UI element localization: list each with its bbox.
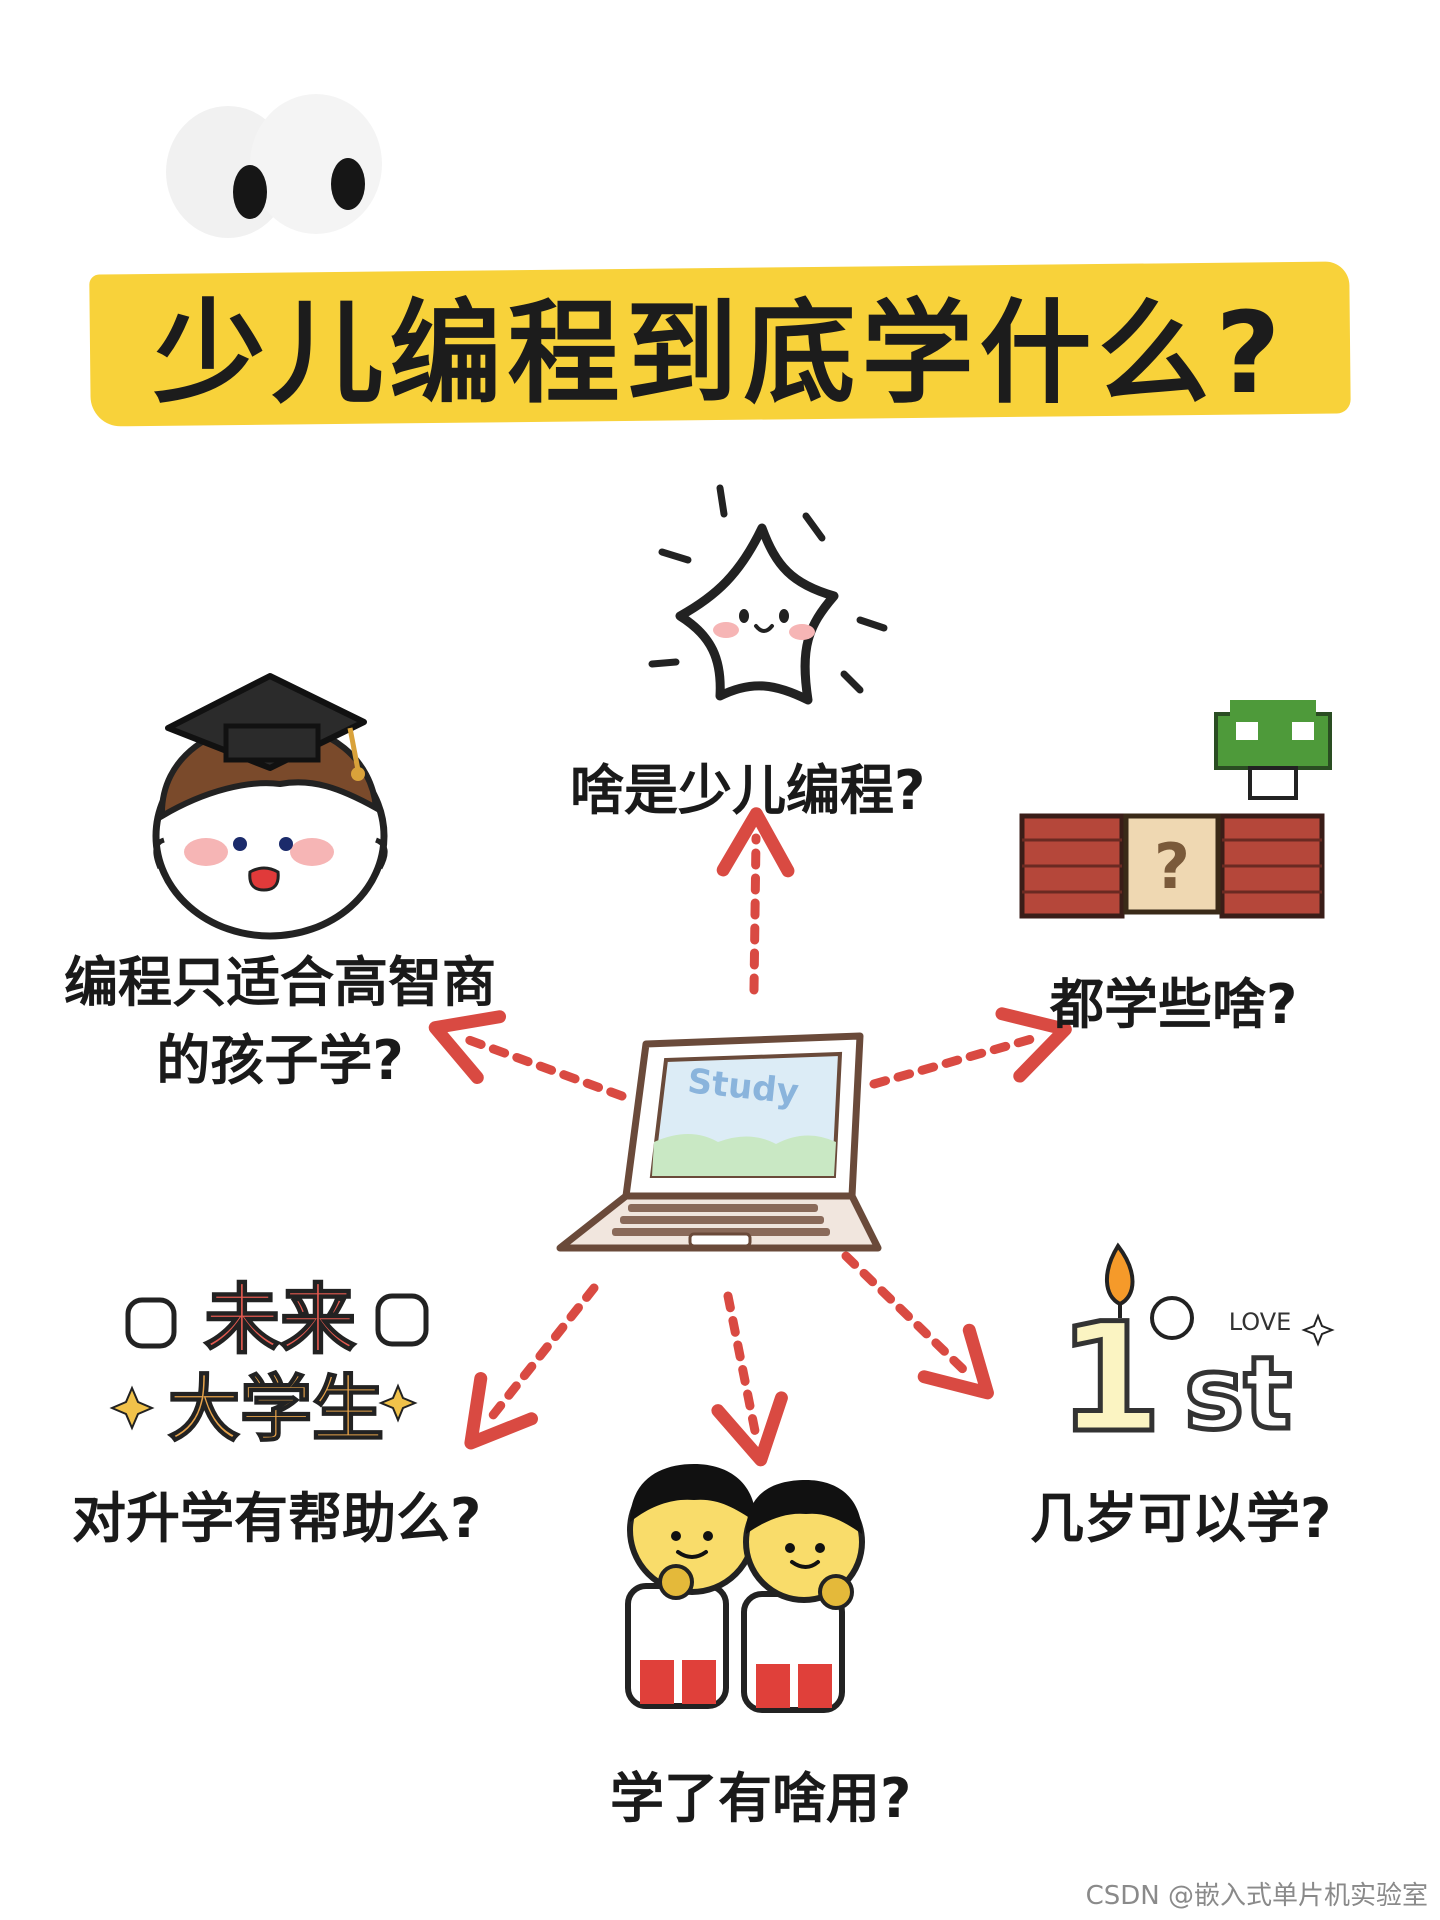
brick-blocks-icon: ? <box>1019 813 1325 919</box>
star-icon <box>648 484 888 705</box>
question-what-age: 几岁可以学? <box>1030 1487 1332 1550</box>
watermark: CSDN @嵌入式单片机实验室 <box>1085 1881 1428 1911</box>
first-candle-badge: 1 st LOVE <box>1055 1242 1335 1469</box>
arrow-to-top-right <box>869 1007 1072 1089</box>
page-title: 少儿编程到底学什么? <box>153 289 1287 419</box>
question-what-use: 学了有啥用? <box>610 1767 912 1830</box>
arrow-to-bottom-right <box>841 1251 994 1400</box>
first-number-text: 1 <box>1058 1292 1162 1466</box>
question-what-is: 啥是少儿编程? <box>570 759 926 822</box>
first-suffix-text: st <box>1184 1335 1291 1452</box>
question-what-to-learn: 都学些啥? <box>1050 973 1298 1036</box>
arrow-to-bottom <box>711 1291 788 1467</box>
question-helps-admission: 对升学有帮助么? <box>72 1487 482 1550</box>
arrow-to-bottom-left <box>464 1283 599 1450</box>
pixel-mushroom-icon <box>1214 700 1332 800</box>
svg-text:?: ? <box>1154 830 1190 903</box>
question-only-smart-kids-line1: 编程只适合高智商 <box>64 951 496 1014</box>
future-student-badge: 未来 大学生 <box>109 1274 429 1452</box>
graduate-boy-icon <box>152 673 388 940</box>
future-line1-text: 未来 <box>204 1275 356 1364</box>
future-line2-text: 大学生 <box>168 1367 384 1451</box>
laptop-icon: Study <box>556 1032 882 1252</box>
question-only-smart-kids: 编程只适合高智商 的孩子学? <box>40 944 520 1101</box>
arrow-to-top <box>716 807 795 995</box>
question-only-smart-kids-line2: 的孩子学? <box>156 1029 404 1093</box>
two-kids-icon <box>625 1464 865 1713</box>
arrow-to-top-left <box>428 1010 627 1101</box>
love-text: LOVE <box>1229 1308 1292 1336</box>
